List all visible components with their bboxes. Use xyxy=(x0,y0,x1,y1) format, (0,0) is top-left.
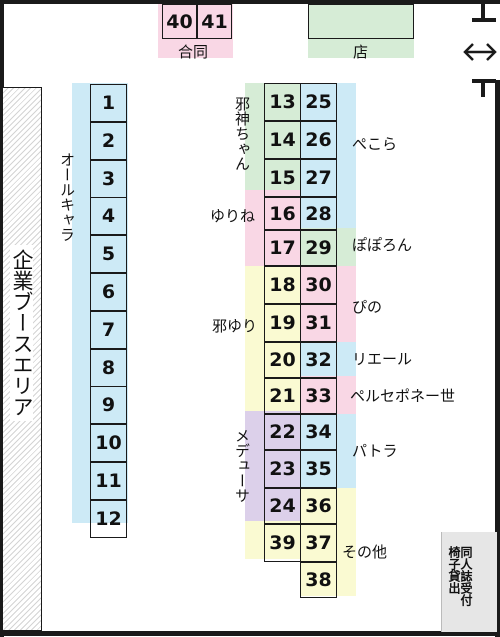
door-jamb-top-post xyxy=(481,4,485,22)
label-medusa: メデューサ xyxy=(233,428,251,503)
band-yellow-jayuri xyxy=(245,266,301,411)
booth-8[interactable]: 8 xyxy=(90,348,127,387)
band-green-jashin xyxy=(245,83,301,190)
booth-3[interactable]: 3 xyxy=(90,159,127,198)
all-chara-label: オールキャラ xyxy=(58,152,76,242)
label-yurine: ゆりね xyxy=(210,207,256,225)
label-jashin: 邪神ちゃん xyxy=(233,96,251,171)
label-jayuri: 邪ゆり xyxy=(212,317,258,335)
booth-30[interactable]: 30 xyxy=(300,266,337,304)
band-blue-patora xyxy=(300,414,356,488)
door-jamb-bottom-post xyxy=(481,79,485,97)
band-green-poporon xyxy=(300,228,356,266)
booth-12[interactable]: 12 xyxy=(90,499,127,538)
booth-34[interactable]: 34 xyxy=(300,414,337,450)
top-joint-band xyxy=(158,4,233,58)
band-pink-persephone xyxy=(300,376,356,414)
booth-20[interactable]: 20 xyxy=(264,342,301,378)
booth-16[interactable]: 16 xyxy=(264,197,301,230)
label-rieru: リエール xyxy=(352,350,413,368)
booth-26[interactable]: 26 xyxy=(300,121,337,159)
booth-22[interactable]: 22 xyxy=(264,414,301,450)
band-blue-rieru xyxy=(300,342,356,376)
booth-17[interactable]: 17 xyxy=(264,230,301,266)
band-pink-yurine xyxy=(245,190,301,266)
booth-39[interactable]: 39 xyxy=(264,524,301,562)
reception-label: 同人誌受付 椅子貸出 xyxy=(447,546,473,618)
reception-desk xyxy=(441,532,497,632)
booth-33[interactable]: 33 xyxy=(300,378,337,414)
booth-13[interactable]: 13 xyxy=(264,83,301,121)
corporate-area-label: 企業ブースエリア xyxy=(10,245,34,421)
double-arrow-icon xyxy=(463,43,497,61)
booth-29[interactable]: 29 xyxy=(300,230,337,266)
booth-28[interactable]: 28 xyxy=(300,197,337,230)
booth-25[interactable]: 25 xyxy=(300,83,337,121)
booth-15[interactable]: 15 xyxy=(264,159,301,197)
band-yellow-other xyxy=(300,488,356,596)
booth-2[interactable]: 2 xyxy=(90,121,127,160)
shop-label: 店 xyxy=(353,43,369,61)
booth-38[interactable]: 38 xyxy=(300,562,337,598)
shop-counter xyxy=(308,4,414,39)
booth-11[interactable]: 11 xyxy=(90,462,127,500)
booth-36[interactable]: 36 xyxy=(300,488,337,524)
label-patora: パトラ xyxy=(352,442,398,460)
booth-35[interactable]: 35 xyxy=(300,450,337,488)
label-pekora: ぺこら xyxy=(352,135,398,153)
wall-bottom xyxy=(0,631,500,636)
joint-label: 合同 xyxy=(178,43,209,61)
band-blue-pekora xyxy=(300,83,356,228)
booth-7[interactable]: 7 xyxy=(90,310,127,349)
booth-23[interactable]: 23 xyxy=(264,450,301,488)
booth-10[interactable]: 10 xyxy=(90,424,127,463)
booth-32[interactable]: 32 xyxy=(300,342,337,378)
band-purple-medusa xyxy=(245,411,301,521)
all-chara-band xyxy=(72,83,128,523)
wall-top xyxy=(0,0,500,4)
booth-1[interactable]: 1 xyxy=(90,84,127,122)
band-yellow-bottom xyxy=(245,521,301,559)
booth-40[interactable]: 40 xyxy=(162,4,197,39)
booth-14[interactable]: 14 xyxy=(264,121,301,159)
label-persephone: ペルセポネー世 xyxy=(350,387,456,405)
booth-41[interactable]: 41 xyxy=(197,4,232,39)
booth-24[interactable]: 24 xyxy=(264,488,301,524)
label-other: その他 xyxy=(342,543,388,561)
booth-9[interactable]: 9 xyxy=(90,386,127,425)
wall-right xyxy=(495,80,500,637)
booth-31[interactable]: 31 xyxy=(300,304,337,342)
booth-21[interactable]: 21 xyxy=(264,378,301,414)
booth-6[interactable]: 6 xyxy=(90,273,127,311)
booth-37[interactable]: 37 xyxy=(300,524,337,562)
booth-27[interactable]: 27 xyxy=(300,159,337,197)
booth-19[interactable]: 19 xyxy=(264,304,301,342)
booth-4[interactable]: 4 xyxy=(90,197,127,236)
booth-5[interactable]: 5 xyxy=(90,235,127,274)
label-poporon: ぽぽろん xyxy=(352,236,413,254)
label-pino: ぴの xyxy=(352,298,383,316)
booth-18[interactable]: 18 xyxy=(264,266,301,304)
